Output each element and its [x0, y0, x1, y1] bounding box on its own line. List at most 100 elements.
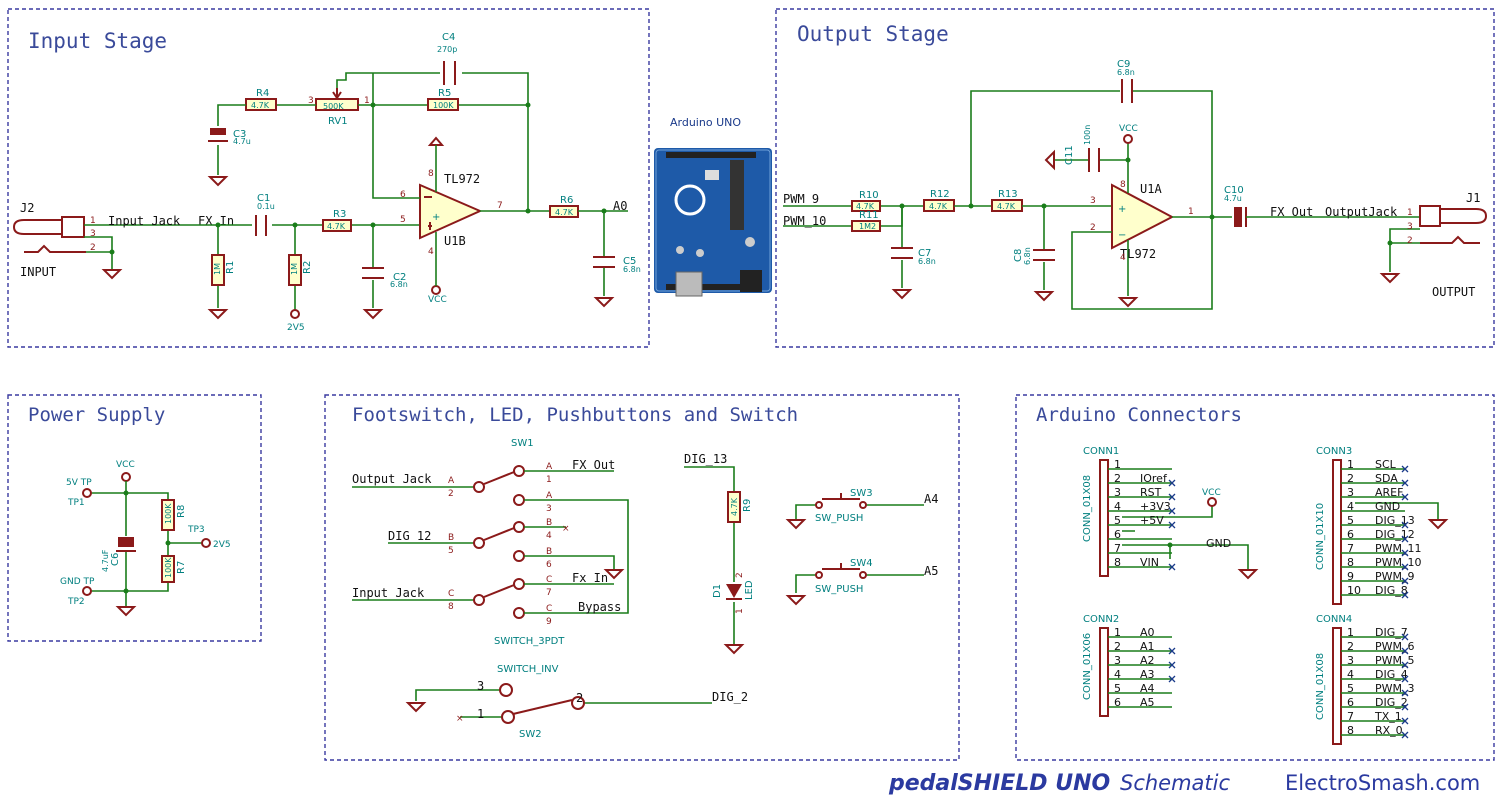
sw1-type: SWITCH_3PDT: [494, 636, 565, 647]
conn4-pin-number: 7: [1347, 710, 1354, 723]
conn2-body: [1099, 627, 1109, 717]
sw1-right-pin-1: 1: [546, 475, 552, 485]
conn1-pin-number: 8: [1114, 556, 1121, 569]
arduino-label: Arduino UNO: [670, 116, 741, 129]
conn2-no-connect-mark: [1168, 675, 1176, 683]
footer-product: pedalSHIELD UNO: [888, 771, 1110, 796]
r12-value: 4.7K: [929, 202, 948, 211]
conn2-pin-label: A3: [1140, 668, 1155, 681]
input-label: INPUT: [20, 265, 56, 279]
sw1-right-net-fx-in: Fx In: [572, 571, 608, 585]
c2-ref: C2: [393, 272, 406, 283]
r8-value: 100K: [164, 503, 173, 524]
c6-value: 4.7uF: [101, 549, 110, 572]
sw1-ref: SW1: [511, 438, 534, 449]
resistor-r8: [161, 499, 175, 531]
arduino-connectors-frame: [1015, 394, 1495, 761]
r1-ref: R1: [225, 261, 236, 274]
rv1-pin-1: 1: [364, 96, 370, 106]
conn4-pin-label: DIG_7: [1375, 626, 1408, 639]
u1a-pin-2: 2: [1090, 223, 1096, 233]
conn3-no-connect-mark: [1401, 479, 1409, 487]
c10-ref: C10: [1224, 185, 1244, 196]
conn4-ref: CONN4: [1316, 614, 1352, 625]
conn2-pin-number: 1: [1114, 626, 1121, 639]
conn1-pin-label: +5V: [1140, 514, 1164, 527]
conn1-gnd: GND: [1206, 537, 1231, 550]
conn3-pin-label: DIG_13: [1375, 514, 1415, 527]
conn1-pin-number: 3: [1114, 486, 1121, 499]
conn4-pin-label: PWM_6: [1375, 640, 1415, 653]
conn4-pin-number: 1: [1347, 626, 1354, 639]
conn4-pin-number: 6: [1347, 696, 1354, 709]
r11-ref: R11: [859, 210, 879, 221]
conn4-no-connect-mark: [1401, 633, 1409, 641]
footer-schematic: Schematic: [1120, 771, 1230, 795]
output-label: OUTPUT: [1432, 285, 1475, 299]
sw1-right-letter-0: A: [546, 462, 553, 472]
conn3-pin-number: 9: [1347, 570, 1354, 583]
tp3-net: 2V5: [213, 540, 231, 550]
sw1-right-letter-2: B: [546, 518, 552, 528]
c5-value: 6.8n: [623, 265, 641, 274]
conn3-no-connect-mark: [1401, 535, 1409, 543]
conn4-type: CONN_01X08: [1315, 653, 1326, 720]
conn2-pin-label: A4: [1140, 682, 1155, 695]
conn3-pin-number: 2: [1347, 472, 1354, 485]
sw1-left-pin-5: 5: [448, 546, 454, 556]
capacitor-c1: [255, 215, 267, 236]
r5-ref: R5: [438, 88, 451, 99]
c3-value: 4.7u: [233, 137, 251, 146]
resistor-r2: [288, 254, 302, 286]
d1-ref: D1: [712, 584, 723, 598]
sw1-right-net-fx-out: FX Out: [572, 458, 615, 472]
opamp-u1a: [1044, 134, 1232, 310]
conn1-pin-label: VIN: [1140, 556, 1159, 569]
sw2-pin-2: 2: [576, 691, 583, 705]
r6-value: 4.7K: [555, 208, 574, 217]
r2-value: 1M: [290, 263, 299, 275]
conn4-pin-label: DIG_4: [1375, 668, 1408, 681]
sw4-ref: SW4: [850, 558, 873, 569]
r2-2v5-net: 2V5: [287, 323, 305, 333]
conn2-type: CONN_01X06: [1082, 633, 1093, 700]
footswitch-frame: [324, 394, 960, 761]
r13-value: 4.7K: [997, 202, 1016, 211]
power-supply-title: Power Supply: [28, 404, 165, 426]
conn3-ref: CONN3: [1316, 446, 1352, 457]
r8-ref: R8: [176, 505, 187, 518]
conn1-pin-label: +3V3: [1140, 500, 1171, 513]
sw2-pin-1: 1: [477, 707, 484, 721]
conn3-body: [1332, 459, 1342, 605]
footer-site: ElectroSmash.com: [1285, 771, 1480, 795]
conn3-type: CONN_01X10: [1315, 503, 1326, 570]
conn3-pin-number: 4: [1347, 500, 1354, 513]
sw1-right-pin-7: 7: [546, 588, 552, 598]
conn1-no-connect-mark: [1168, 507, 1176, 515]
arduino-connectors-title: Arduino Connectors: [1036, 404, 1242, 426]
r2-ref: R2: [302, 261, 313, 274]
ps-vcc: VCC: [116, 460, 135, 470]
sw1-right-pin-6: 6: [546, 560, 552, 570]
a4-net: A4: [924, 492, 938, 506]
sw1-left-net-0: Output Jack: [352, 472, 432, 486]
c9-value: 6.8n: [1117, 68, 1135, 77]
c4-ref: C4: [442, 32, 455, 43]
sw1-left-net-1: DIG_12: [388, 529, 431, 543]
u1b-pin-6: 6: [400, 190, 406, 200]
resistor-r10: [851, 200, 881, 212]
capacitor-c10: [1234, 207, 1242, 227]
c7-ref: C7: [918, 248, 931, 259]
conn4-no-connect-mark: [1401, 675, 1409, 683]
power-supply: VCC 5V TP TP1 GND TP TP2 TP3 2V5 100K R8…: [60, 460, 231, 617]
conn3-pin-label: SDA: [1375, 472, 1398, 485]
conn3-no-connect-mark: [1401, 549, 1409, 557]
r4-value: 4.7K: [251, 101, 270, 110]
conn3-pin-number: 1: [1347, 458, 1354, 471]
tp2-net: GND TP: [60, 577, 95, 587]
led-d1: [726, 584, 742, 598]
sw3-ref: SW3: [850, 488, 873, 499]
u1a-pin-4: 4: [1120, 253, 1126, 263]
c8-value: 6.8n: [1023, 247, 1032, 265]
conn3-pin-number: 3: [1347, 486, 1354, 499]
